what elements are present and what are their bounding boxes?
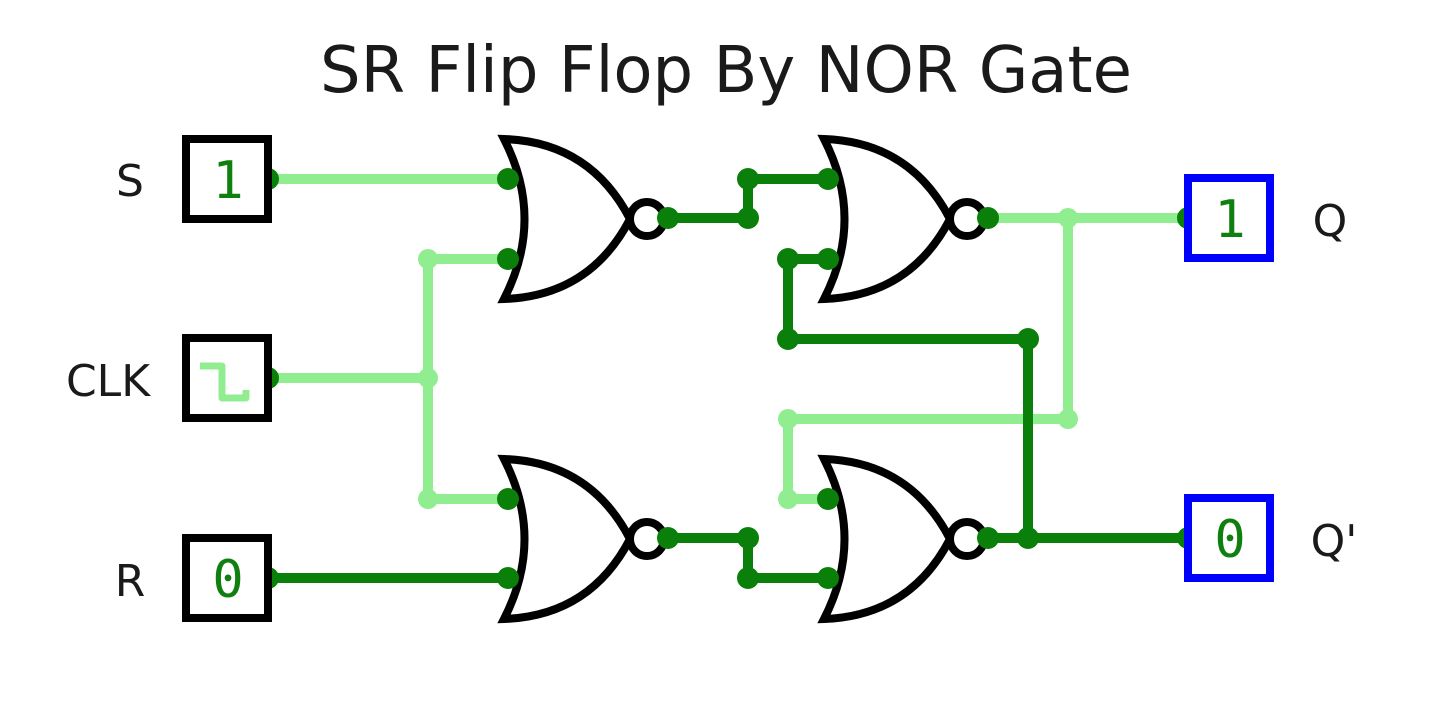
output-q: 1 [1184, 174, 1274, 262]
diagram-title: SR Flip Flop By NOR Gate [320, 34, 1132, 108]
pin-dot [977, 207, 999, 229]
pin-dot [817, 168, 839, 190]
output-q-bar: 0 [1184, 494, 1274, 582]
junction-dot [778, 489, 798, 509]
pin-dot [817, 488, 839, 510]
input-r-label: R [115, 556, 146, 607]
output-q-value: 1 [1214, 190, 1245, 250]
output-q-bar-box [1184, 494, 1274, 582]
wires [263, 174, 1193, 583]
input-r-box[interactable] [182, 534, 272, 622]
junction-dot [737, 567, 759, 589]
junction-dot [737, 207, 759, 229]
output-q-box [1184, 174, 1274, 262]
junction-dot [737, 168, 759, 190]
input-s-value: 1 [212, 151, 243, 211]
output-q-bar-label: Q' [1311, 516, 1358, 567]
wire-nor2-out [663, 533, 833, 583]
junction-dot [1017, 527, 1039, 549]
pin-dot [817, 248, 839, 270]
junction-dot [1058, 409, 1078, 429]
clock-wave-icon [200, 362, 250, 402]
junction-dot [418, 368, 438, 388]
output-q-bar-value: 0 [1214, 510, 1245, 570]
pin-dot [497, 248, 519, 270]
pin-dot [497, 488, 519, 510]
input-clk-label: CLK [66, 356, 151, 407]
input-clk[interactable] [182, 334, 272, 422]
output-q-label: Q [1313, 196, 1348, 247]
junction-dot [777, 328, 799, 350]
pin-dot [497, 168, 519, 190]
junction-dot [418, 249, 438, 269]
input-r[interactable]: 0 [182, 534, 272, 622]
junction-dot [1017, 328, 1039, 350]
nor-gate-3 [817, 134, 988, 304]
input-s[interactable]: 1 [182, 135, 272, 223]
pin-dot [977, 527, 999, 549]
junction-dot [737, 527, 759, 549]
nor-gate-2 [497, 454, 668, 624]
input-clk-box[interactable] [182, 334, 272, 422]
input-s-box[interactable] [182, 135, 272, 223]
wire-nor1-out [663, 174, 833, 223]
input-r-value: 0 [212, 550, 243, 610]
pin-dot [817, 567, 839, 589]
junction-dot [418, 489, 438, 509]
junction-dot [778, 409, 798, 429]
pin-dot [657, 207, 679, 229]
nor-gate-1 [497, 134, 668, 304]
junction-dot [1058, 208, 1078, 228]
input-s-label: S [116, 156, 144, 207]
junction-dot [777, 248, 799, 270]
pin-dot [497, 567, 519, 589]
nor-gate-4 [817, 454, 988, 624]
pin-dot [657, 527, 679, 549]
